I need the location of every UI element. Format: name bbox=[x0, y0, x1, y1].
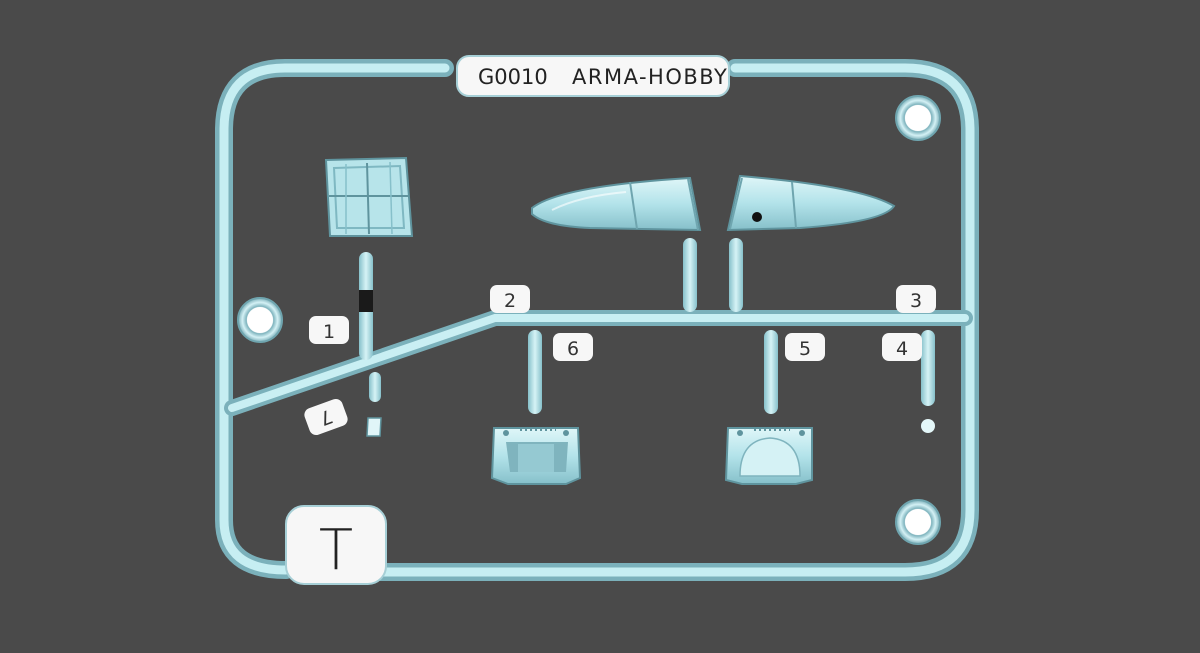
brand-name: ARMA-HOBBY bbox=[572, 65, 728, 89]
title-plate: G0010 ARMA-HOBBY bbox=[456, 55, 730, 97]
sprue-runners bbox=[224, 310, 973, 416]
sprue-code: G0010 bbox=[478, 65, 548, 89]
part-number-tag-1: 1 bbox=[309, 316, 349, 344]
part-number-6: 6 bbox=[567, 338, 579, 360]
ejector-ring-left bbox=[237, 297, 283, 343]
part-housing-5 bbox=[724, 427, 813, 485]
part-number-tag-3: 3 bbox=[896, 285, 936, 313]
part-number-2: 2 bbox=[504, 290, 516, 312]
part-small-block bbox=[366, 417, 382, 437]
part-number-1: 1 bbox=[323, 321, 335, 343]
part-canopy-left bbox=[531, 176, 702, 232]
part-number-tag-7: 7 bbox=[304, 398, 348, 436]
corner-tag-plate: T bbox=[285, 505, 387, 585]
part-number-5: 5 bbox=[799, 338, 811, 360]
part-windscreen bbox=[324, 156, 414, 237]
corner-tag-letter: T bbox=[319, 518, 353, 583]
ejector-ring-top-right bbox=[895, 95, 941, 141]
part-number-4: 4 bbox=[896, 338, 908, 360]
part-housing-6 bbox=[490, 427, 582, 485]
part-number-3: 3 bbox=[910, 290, 922, 312]
part-canopy-right bbox=[726, 174, 896, 232]
part-number-tag-2: 2 bbox=[490, 285, 530, 313]
part-number-tag-4: 4 bbox=[882, 333, 922, 361]
ejector-ring-bottom-right bbox=[895, 499, 941, 545]
part-number-tag-5: 5 bbox=[785, 333, 825, 361]
part-number-tag-6: 6 bbox=[553, 333, 593, 361]
gate-stems bbox=[359, 238, 935, 433]
